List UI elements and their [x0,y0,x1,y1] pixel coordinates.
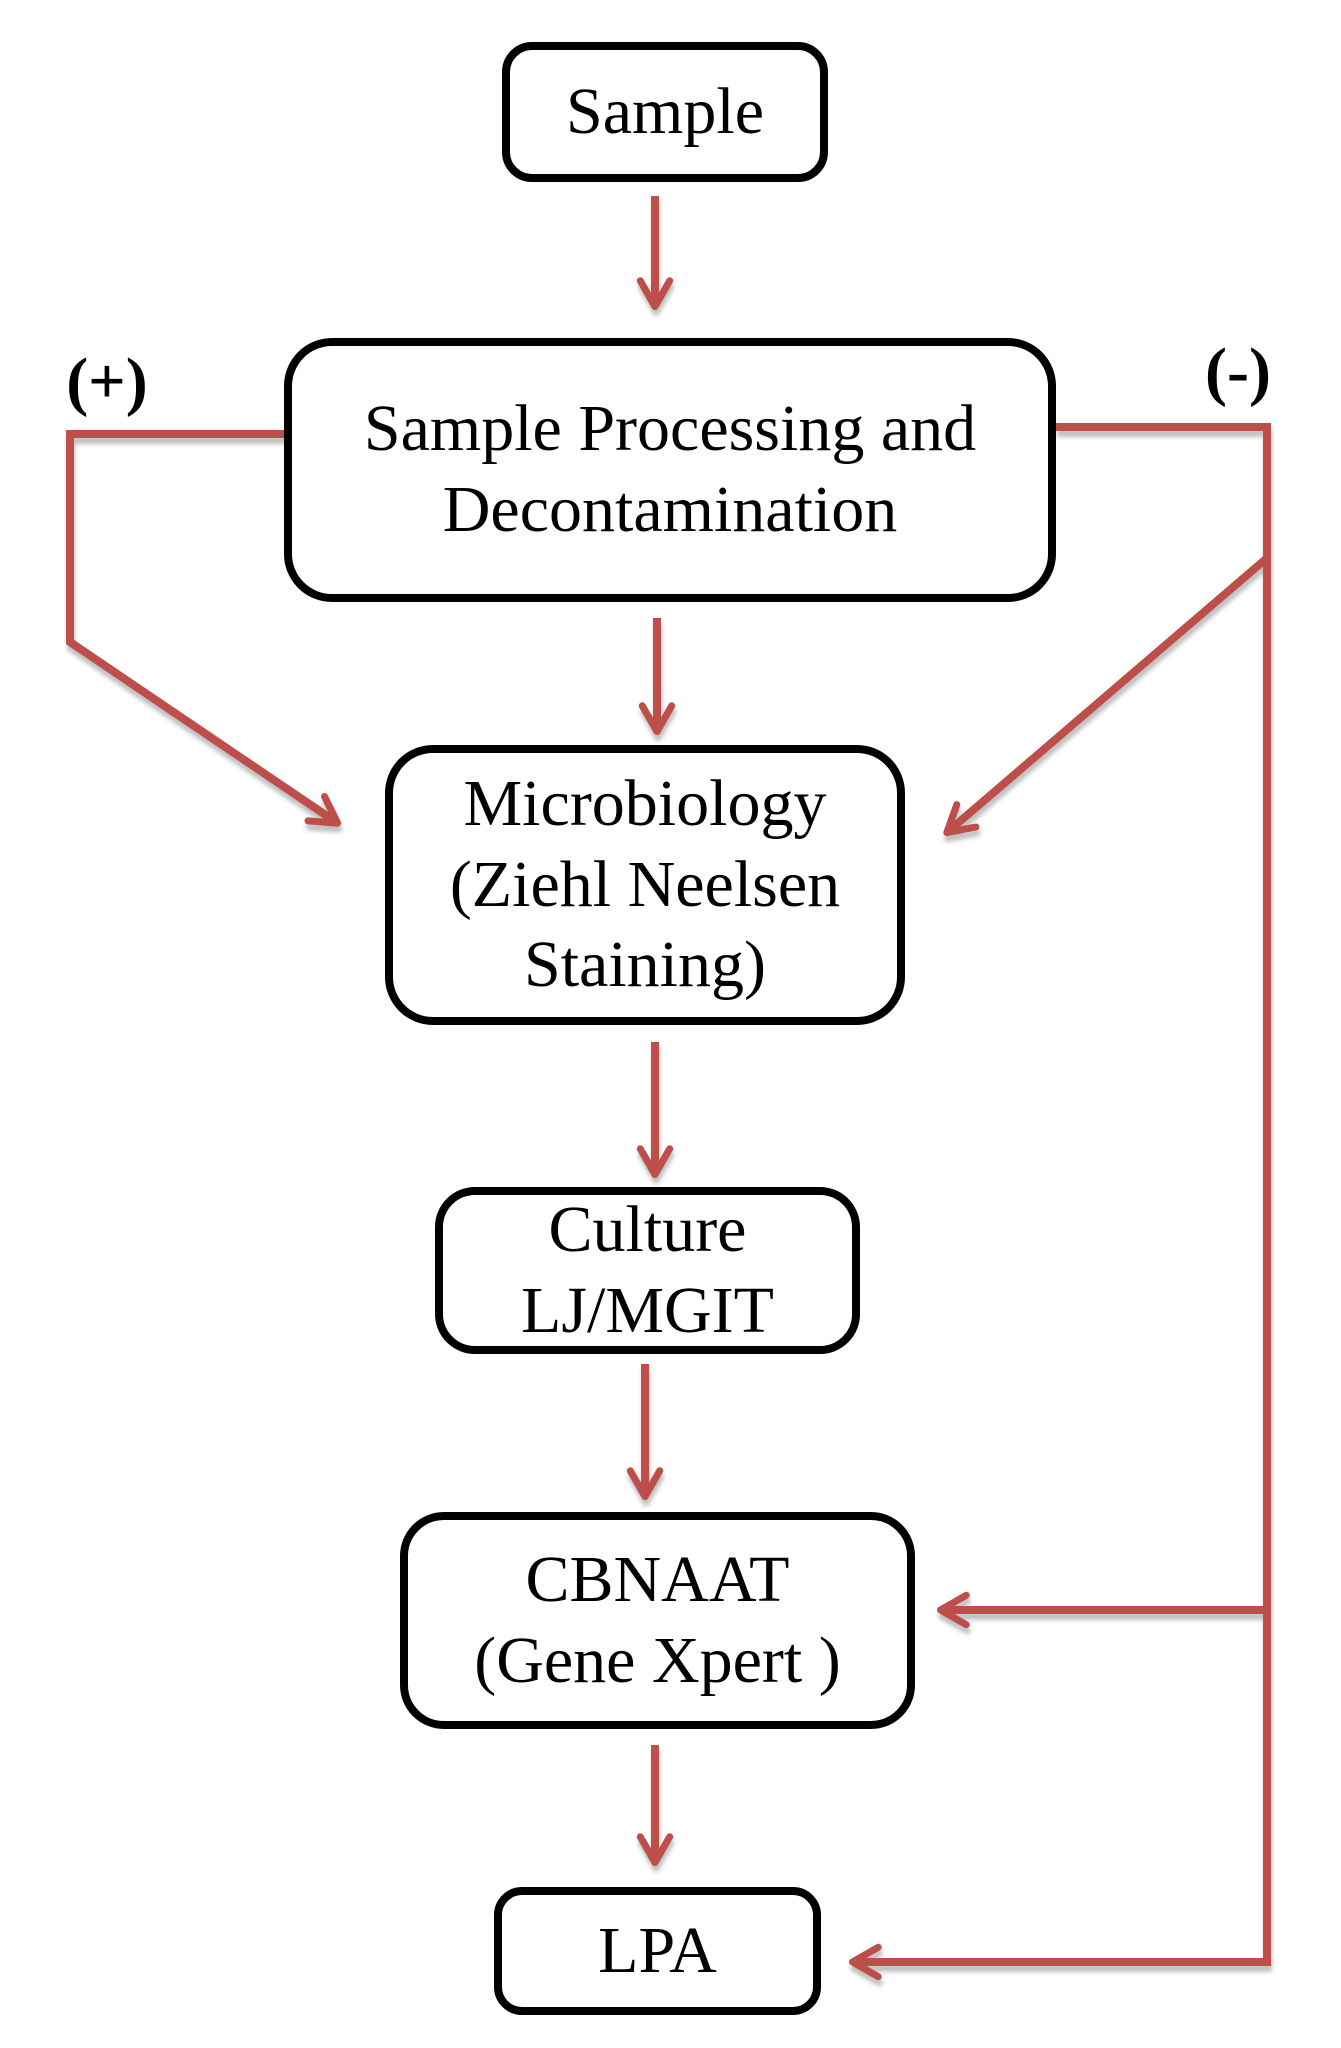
branch-label-positive: (+) [66,345,148,418]
node-processing-label: Sample Processing and Decontamination [363,392,977,546]
node-lpa-label: LPA [598,1913,717,1987]
node-processing: Sample Processing and Decontamination [284,338,1056,602]
node-culture-label: Culture LJ/MGIT [521,1192,774,1347]
node-sample: Sample [502,42,828,182]
node-cbnaat-label: CBNAAT (Gene Xpert ) [474,1542,841,1697]
edge-negative-rail-main [848,423,1271,1981]
node-culture: Culture LJ/MGIT [435,1187,860,1354]
node-cbnaat: CBNAAT (Gene Xpert ) [400,1512,915,1729]
node-lpa: LPA [494,1887,821,2015]
node-sample-label: Sample [566,74,764,148]
branch-label-negative: (-) [1205,335,1271,408]
node-microbiology-label: Microbiology (Ziehl Neelsen Staining) [449,767,841,1002]
edge-negative-rail-to-microbiology [943,554,1270,837]
node-microbiology: Microbiology (Ziehl Neelsen Staining) [385,745,905,1025]
edge-positive-rail-to-microbiology [66,430,342,827]
